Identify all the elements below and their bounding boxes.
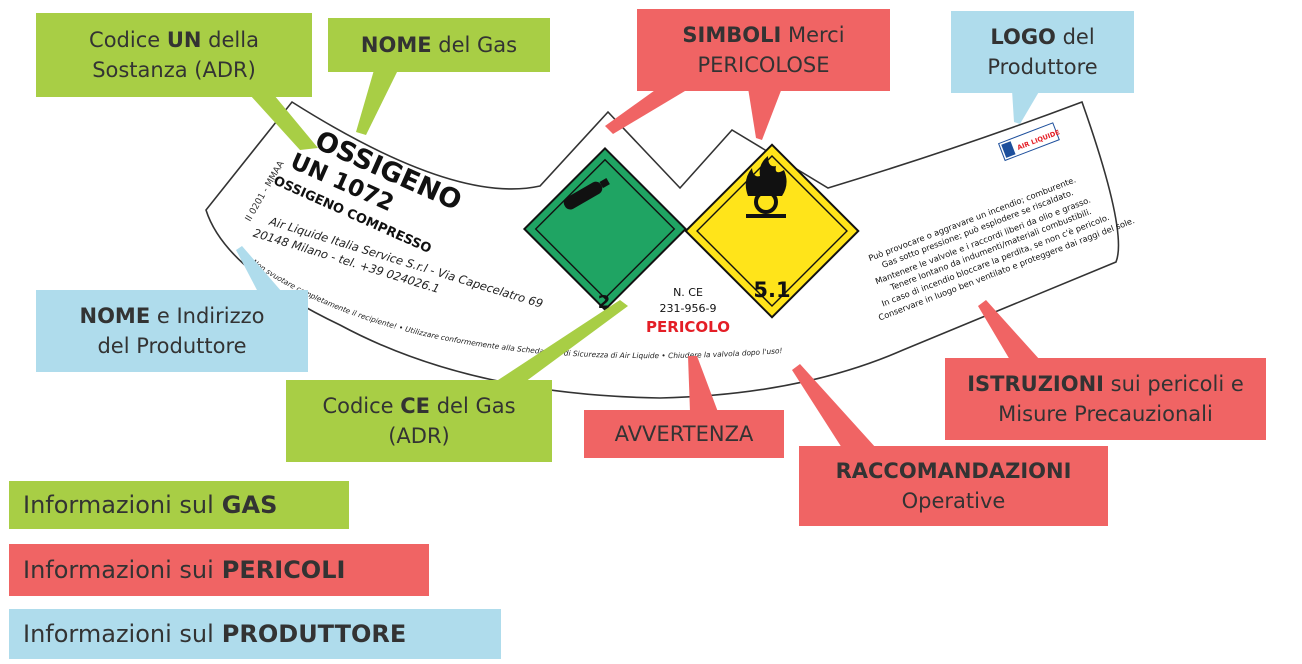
diamond-oxidizer: 5.1 <box>684 143 860 319</box>
diamond-flammable-gas: 2 <box>522 146 688 313</box>
pointer-instructions <box>978 300 1040 360</box>
pointer-recommendations <box>792 364 876 448</box>
diamond-yellow-class: 5.1 <box>753 278 790 302</box>
callout-gas-name: NOME del Gas <box>328 18 550 72</box>
pointer-un-code <box>250 95 318 150</box>
callout-pointers <box>236 70 1040 448</box>
callout-producer-name: NOME e Indirizzo del Produttore <box>36 290 308 372</box>
callout-un-code: Codice UN della Sostanza (ADR) <box>36 13 312 97</box>
callout-recommendations: RACCOMANDAZIONI Operative <box>799 446 1108 526</box>
pointer-symbols-yellow <box>748 88 782 140</box>
callout-warning: AVVERTENZA <box>584 410 784 458</box>
callout-hazard-symbols: SIMBOLI Merci PERICOLOSE <box>637 9 890 91</box>
pointer-ce-code <box>495 300 628 382</box>
flame-over-circle-icon <box>745 156 787 218</box>
pointer-warning <box>688 356 718 412</box>
pointer-logo <box>1012 90 1040 124</box>
callout-producer-logo: LOGO del Produttore <box>951 11 1134 93</box>
label-ce-number: 231-956-9 <box>660 302 717 315</box>
label-ce-label: N. CE <box>673 286 703 299</box>
callout-instructions: ISTRUZIONI sui pericoli e Misure Precauz… <box>945 358 1266 440</box>
callout-ce-code: Codice CE del Gas (ADR) <box>286 380 552 462</box>
gas-cylinder-icon <box>563 178 610 210</box>
pointer-gas-name <box>356 70 398 135</box>
diamond-green-class: 2 <box>598 292 611 313</box>
label-signal-word: PERICOLO <box>646 318 730 336</box>
pointer-producer-name <box>236 246 282 292</box>
pointer-symbols-green <box>605 88 690 134</box>
